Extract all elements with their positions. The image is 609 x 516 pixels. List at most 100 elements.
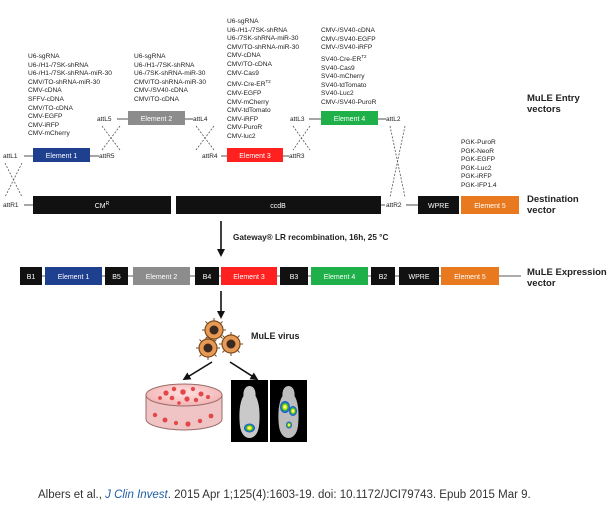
element-option: PGK-NeoR bbox=[461, 147, 494, 155]
entry-element-4-box bbox=[321, 111, 378, 125]
virus-particle bbox=[196, 336, 220, 360]
entry-vector-2: attL5 Element 2 attL4 bbox=[97, 111, 208, 125]
entry-element-2-box bbox=[128, 111, 185, 125]
ccdb-label: ccdB bbox=[270, 203, 286, 210]
destination-vector-label: Destination vector bbox=[527, 194, 579, 216]
destination-element-5-box bbox=[461, 196, 519, 214]
arrow-to-mice bbox=[229, 361, 259, 381]
b1-box bbox=[20, 267, 42, 285]
element-option: PGK-PuroR bbox=[461, 139, 496, 146]
expression-element-1-box bbox=[45, 267, 102, 285]
element-option: CMV/TO-shRNA-miR-30 bbox=[227, 43, 300, 51]
element-option: U6-sgRNA bbox=[28, 53, 60, 60]
entry-vector-3: attR4 Element 3 attR3 bbox=[202, 148, 305, 162]
element-option: PGK-iRFP bbox=[461, 173, 492, 181]
element-option: CMV/TO-shRNA-miR-30 bbox=[134, 78, 207, 86]
element-option: CMV-mCherry bbox=[227, 98, 269, 106]
element-option: U6-/H1-/7SK-shRNA-miR-30 bbox=[28, 70, 112, 78]
element-option: SFFV-cDNA bbox=[28, 95, 64, 103]
element-option: U6-/7SK-shRNA-miR-30 bbox=[227, 35, 299, 43]
expression-element-3-label: Element 3 bbox=[233, 274, 265, 281]
destination-wpre-label: WPRE bbox=[428, 203, 449, 210]
element-option: CMV-cDNA bbox=[28, 87, 62, 95]
entry-element-3-label: Element 3 bbox=[239, 153, 271, 160]
mouse-imaging-left bbox=[231, 380, 268, 442]
arrow-to-cells bbox=[182, 361, 213, 381]
destination-vector: attR1 CMR ccdB attR2 WPRE Element 5 bbox=[3, 196, 519, 214]
expression-element-4-box bbox=[311, 267, 368, 285]
element-option: PGK-IFP1.4 bbox=[461, 181, 497, 189]
attR1-label: attR1 bbox=[3, 202, 19, 209]
element-option: CMV-/SV40-EGFP bbox=[321, 35, 376, 43]
virus-label: MuLE virus bbox=[251, 331, 300, 341]
virus-particle bbox=[219, 332, 243, 356]
b3-label: B3 bbox=[290, 274, 299, 281]
destination-wpre-box bbox=[418, 196, 459, 214]
element-option: CMV-PuroR bbox=[227, 124, 263, 132]
attL5-label: attL5 bbox=[97, 116, 112, 123]
element-option: SV40-Cre-ERT2 bbox=[321, 53, 367, 63]
element-option: CMV-iRFP bbox=[227, 115, 259, 123]
element-option: CMV/TO-cDNA bbox=[227, 60, 272, 68]
entry-vector-1: attL1 Element 1 attR5 bbox=[3, 148, 115, 162]
element-option: U6-sgRNA bbox=[227, 18, 259, 25]
element-option: U6-/H1-/7SK-shRNA bbox=[28, 61, 89, 69]
expression-wpre-label: WPRE bbox=[409, 274, 430, 281]
cm-resistance-box bbox=[33, 196, 171, 214]
journal-link[interactable]: J Clin Invest bbox=[105, 489, 168, 501]
element-option: CMV-/SV40-iRFP bbox=[321, 44, 373, 52]
element-option: SV40-mCherry bbox=[321, 73, 365, 81]
attL2-label: attL2 bbox=[386, 116, 401, 123]
expression-vector: B1 Element 1 B5 Element 2 B4 Element 3 B… bbox=[20, 267, 521, 285]
expression-vector-label: MuLE Expression vector bbox=[527, 267, 607, 289]
element-option: CMV-tdTomato bbox=[227, 107, 271, 115]
cm-resistance-label: CMR bbox=[95, 201, 110, 210]
citation: Albers et al., J Clin Invest. 2015 Apr 1… bbox=[38, 489, 531, 501]
b4-box bbox=[195, 267, 219, 285]
entry-element-4-label: Element 4 bbox=[334, 116, 366, 123]
expression-element-2-label: Element 2 bbox=[146, 274, 178, 281]
lr-recombination-label: Gateway® LR recombination, 16h, 25 °C bbox=[233, 233, 388, 242]
expression-element-2-box bbox=[133, 267, 190, 285]
b2-label: B2 bbox=[379, 274, 388, 281]
element-option: CMV/TO-cDNA bbox=[28, 104, 73, 112]
b5-label: B5 bbox=[112, 274, 121, 281]
destination-element-5-label: Element 5 bbox=[474, 203, 506, 210]
entry-element-1-box bbox=[33, 148, 90, 162]
element-option: CMV-/SV40-cDNA bbox=[134, 87, 188, 95]
expression-element-1-label: Element 1 bbox=[58, 274, 90, 281]
element-option: CMV-EGFP bbox=[227, 89, 262, 97]
b4-label: B4 bbox=[203, 274, 212, 281]
element-option: CMV/TO-shRNA-miR-30 bbox=[28, 78, 101, 86]
element-option: U6-/H1-/7SK-shRNA bbox=[134, 61, 195, 69]
element-option: CMV-Cas9 bbox=[227, 69, 259, 77]
attR5-label: attR5 bbox=[99, 153, 115, 160]
entry-element-1-label: Element 1 bbox=[46, 153, 78, 160]
element-option: CMV-mCherry bbox=[28, 130, 70, 138]
entry-element-3-box bbox=[227, 148, 283, 162]
attL1-label: attL1 bbox=[3, 153, 18, 160]
element-option: SV40-Cas9 bbox=[321, 64, 355, 72]
mouse-imaging-right bbox=[270, 380, 307, 442]
element-option: CMV-/SV40-PuroR bbox=[321, 98, 377, 106]
element-option: CMV/TO-cDNA bbox=[134, 95, 179, 103]
element-option: U6-/7SK-shRNA-miR-30 bbox=[134, 70, 206, 78]
attR2-label: attR2 bbox=[386, 202, 402, 209]
entry-vectors-label: MuLE Entry vectors bbox=[527, 93, 580, 115]
element-option: PGK-Luc2 bbox=[461, 164, 492, 172]
expression-element-4-label: Element 4 bbox=[324, 274, 356, 281]
element-option: CMV-EGFP bbox=[28, 113, 63, 121]
b5-box bbox=[105, 267, 128, 285]
b3-box bbox=[280, 267, 308, 285]
element-option: SV40-Luc2 bbox=[321, 90, 354, 98]
expression-element-5-box bbox=[441, 267, 499, 285]
element-option: CMV-/SV40-cDNA bbox=[321, 27, 375, 34]
attR3-label: attR3 bbox=[289, 153, 305, 160]
virus-particles-illustration bbox=[196, 318, 243, 360]
element-option: PGK-EGFP bbox=[461, 156, 496, 164]
